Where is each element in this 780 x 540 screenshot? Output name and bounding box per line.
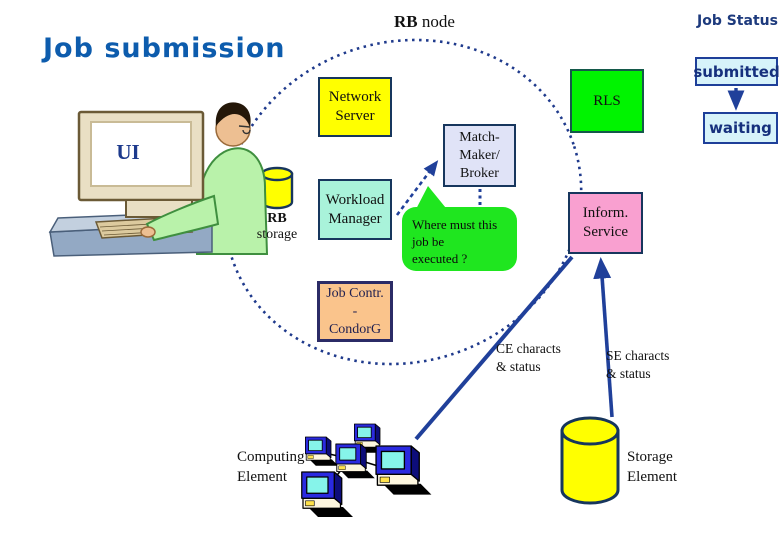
match-maker-line1: Match- xyxy=(459,129,500,145)
job-controller-line3: CondorG xyxy=(328,321,382,337)
workload-manager-box: Workload Manager xyxy=(318,179,392,240)
se-characts-line1: SE characts xyxy=(606,348,670,363)
network-server-line1: Network xyxy=(328,89,382,105)
rb-storage-cylinder-icon xyxy=(260,166,294,210)
computing-element-line1: Computing xyxy=(237,449,305,465)
match-maker-line2: Maker/ xyxy=(459,147,500,163)
network-server-box: Network Server xyxy=(318,77,392,137)
ce-characts-line1: CE characts xyxy=(496,341,561,356)
status-box-waiting-label: waiting xyxy=(709,119,772,137)
network-server-line2: Server xyxy=(335,108,375,124)
job-controller-line2: - xyxy=(352,303,358,319)
user-terminal-clipart: UI xyxy=(48,102,269,257)
rb-node-label-rest: node xyxy=(417,12,455,31)
rb-node-dashed-ellipse xyxy=(223,38,583,366)
match-maker-box: Match- Maker/ Broker xyxy=(443,124,516,187)
inform-service-line1: Inform. xyxy=(582,205,629,221)
rb-node-label: RB node xyxy=(394,12,455,32)
match-maker-line3: Broker xyxy=(460,165,499,181)
bubble-line3: executed ? xyxy=(412,251,468,266)
status-box-waiting: waiting xyxy=(703,112,778,144)
workload-manager-line1: Workload xyxy=(325,191,385,208)
rb-storage-label: RB storage xyxy=(247,211,307,243)
storage-element-line1: Storage xyxy=(627,449,673,465)
bubble-line2: job be xyxy=(412,234,445,249)
bubble-line1: Where must this xyxy=(412,217,498,232)
computing-element-line2: Element xyxy=(237,469,287,485)
status-box-submitted: submitted xyxy=(693,57,780,86)
rls-label: RLS xyxy=(593,92,621,109)
rls-box: RLS xyxy=(570,69,644,133)
storage-element-label: Storage Element xyxy=(627,447,677,487)
rb-node-label-bold: RB xyxy=(394,12,418,31)
slide-title: Job submission xyxy=(43,33,286,64)
storage-element-line2: Element xyxy=(627,469,677,485)
job-status-heading: Job Status xyxy=(697,13,778,29)
rb-storage-line2: storage xyxy=(256,227,298,242)
workload-to-matchmaker-arrow xyxy=(395,160,439,216)
storage-element-cylinder-icon xyxy=(560,416,620,505)
workload-manager-line2: Manager xyxy=(328,210,382,227)
ui-screen-label: UI xyxy=(116,140,139,164)
rb-storage-line1: RB xyxy=(267,211,287,226)
se-characts-arrow xyxy=(593,256,614,418)
computer-cluster-clipart xyxy=(301,423,432,517)
job-controller-line1: Job Contr. xyxy=(326,285,384,301)
ce-characts-label: CE characts & status xyxy=(496,340,561,376)
job-controller-box: Job Contr. - CondorG xyxy=(317,281,393,342)
ce-characts-line2: & status xyxy=(496,359,541,374)
computing-element-label: Computing Element xyxy=(237,447,305,487)
ce-characts-line xyxy=(414,255,574,441)
se-characts-line2: & status xyxy=(606,366,651,381)
speech-bubble-tail xyxy=(414,186,450,213)
inform-service-box: Inform. Service xyxy=(568,192,643,254)
where-executed-speech-bubble: Where must this job be executed ? xyxy=(402,207,517,271)
inform-service-line2: Service xyxy=(583,224,628,240)
se-characts-label: SE characts & status xyxy=(606,347,669,383)
status-box-submitted-label: submitted xyxy=(693,62,780,81)
